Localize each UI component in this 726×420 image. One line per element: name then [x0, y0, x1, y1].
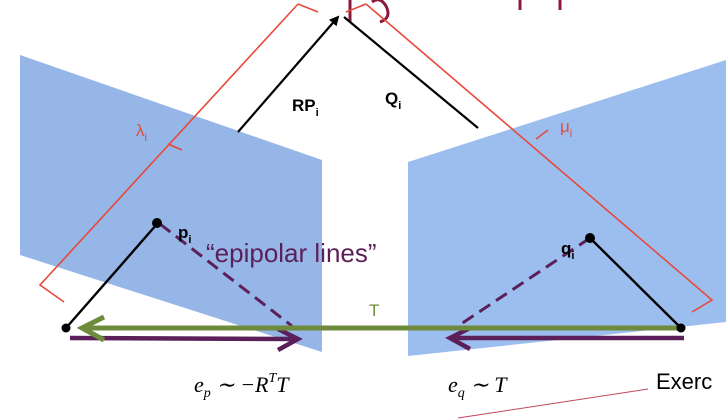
- mu-tick: [535, 129, 549, 140]
- equation-ep: ep ∼ −RTT: [194, 371, 290, 401]
- right-image-plane: [408, 60, 726, 356]
- label-mu: μi: [560, 117, 572, 140]
- left-epipole-arrow: [69, 335, 297, 342]
- point-p: [152, 218, 162, 228]
- mu-bracket: [365, 3, 714, 313]
- lambda-tick: [167, 143, 183, 151]
- right-camera-center: [676, 323, 686, 333]
- exercise-callout-line: [457, 388, 649, 419]
- left-ray-to-p: [65, 223, 158, 329]
- right-epipole-arrowhead: [445, 325, 472, 351]
- label-q-point: qi: [561, 239, 574, 262]
- label-lambda: λi: [136, 121, 147, 144]
- epipolar-lines-label: “epipolar lines”: [206, 238, 377, 268]
- left-camera-center: [61, 323, 71, 333]
- bracket-top-left: [297, 3, 319, 13]
- bracket-top-right: [345, 3, 367, 13]
- label-p: pi: [178, 223, 191, 246]
- label-t: T: [369, 301, 379, 320]
- title-fragment: [348, 0, 562, 24]
- left-epipolar-line: [159, 222, 293, 328]
- left-image-plane: [20, 55, 322, 352]
- label-q: Qi: [385, 89, 401, 112]
- right-ray-to-q: [589, 237, 682, 329]
- equation-eq: eq ∼ T: [448, 372, 508, 401]
- right-epipolar-line: [457, 236, 591, 328]
- baseline-arrowhead: [76, 314, 106, 343]
- left-epipole-arrowhead: [276, 326, 303, 352]
- lambda-bracket: [38, 3, 299, 303]
- ray-rp: [237, 15, 340, 133]
- exercise-label: Exerc: [656, 369, 712, 394]
- label-rp: RPi: [292, 96, 319, 119]
- ray-q: [343, 16, 479, 129]
- point-q: [585, 233, 595, 243]
